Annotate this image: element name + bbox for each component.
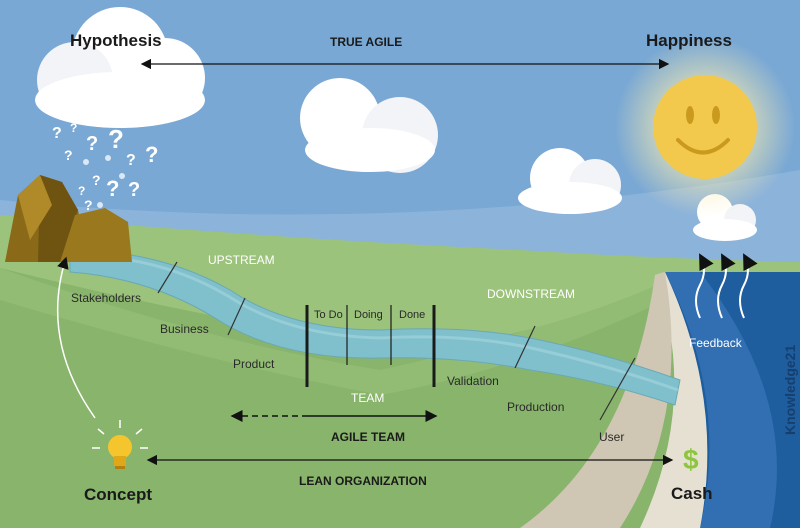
question-mark: ? (126, 152, 136, 169)
river-highlight (79, 254, 679, 392)
question-mark: ? (145, 142, 158, 167)
true-agile-label: TRUE AGILE (330, 35, 402, 49)
hypothesis-label: Hypothesis (70, 31, 162, 50)
product-label: Product (233, 357, 275, 371)
kanban-doing-label: Doing (354, 309, 383, 321)
question-mark: ? (52, 125, 62, 142)
question-mark: ? (84, 197, 93, 213)
question-mark: ? (64, 147, 73, 163)
cloud-hypothesis (35, 7, 205, 128)
cloud-right (518, 148, 622, 214)
drops (83, 155, 125, 208)
lean-organization-label: LEAN ORGANIZATION (299, 474, 427, 488)
question-mark: ? (78, 184, 85, 198)
user-label: User (599, 430, 624, 444)
production-label: Production (507, 400, 564, 414)
team-label: TEAM (351, 391, 384, 405)
feedback-label: Feedback (689, 336, 743, 350)
question-mark: ? (108, 124, 124, 154)
validation-label: Validation (447, 374, 499, 388)
dollar-icon: $ (683, 444, 699, 475)
cloud-middle (300, 78, 438, 173)
stakeholders-label: Stakeholders (71, 291, 141, 305)
business-label: Business (160, 322, 209, 336)
happiness-label: Happiness (646, 31, 732, 50)
upstream-label: UPSTREAM (208, 253, 275, 267)
kanban-todo-label: To Do (314, 309, 343, 321)
sun (615, 37, 795, 217)
question-mark: ? (106, 176, 119, 201)
feedback-waves (695, 253, 758, 319)
question-mark: ? (128, 179, 140, 201)
downstream-label: DOWNSTREAM (487, 287, 575, 301)
question-mark: ? (92, 172, 101, 188)
sea-shallow (665, 272, 777, 528)
concept-label: Concept (84, 485, 152, 504)
kanban-board (305, 305, 436, 387)
question-mark: ? (86, 133, 98, 155)
lightbulb-icon (92, 420, 148, 469)
cash-label: Cash (671, 484, 713, 503)
concept-loop-arrow (57, 256, 96, 419)
question-marks: ? ? ? ? ? ? ? ? ? ? ? ? (52, 121, 158, 213)
stage-dividers (157, 261, 636, 421)
cliff (640, 272, 708, 528)
kanban-done-label: Done (399, 309, 425, 321)
watermark: Knowledge21 (782, 345, 798, 435)
rock-source (5, 175, 132, 262)
river (69, 249, 681, 406)
agile-team-label: AGILE TEAM (331, 430, 405, 444)
question-mark: ? (70, 121, 77, 135)
